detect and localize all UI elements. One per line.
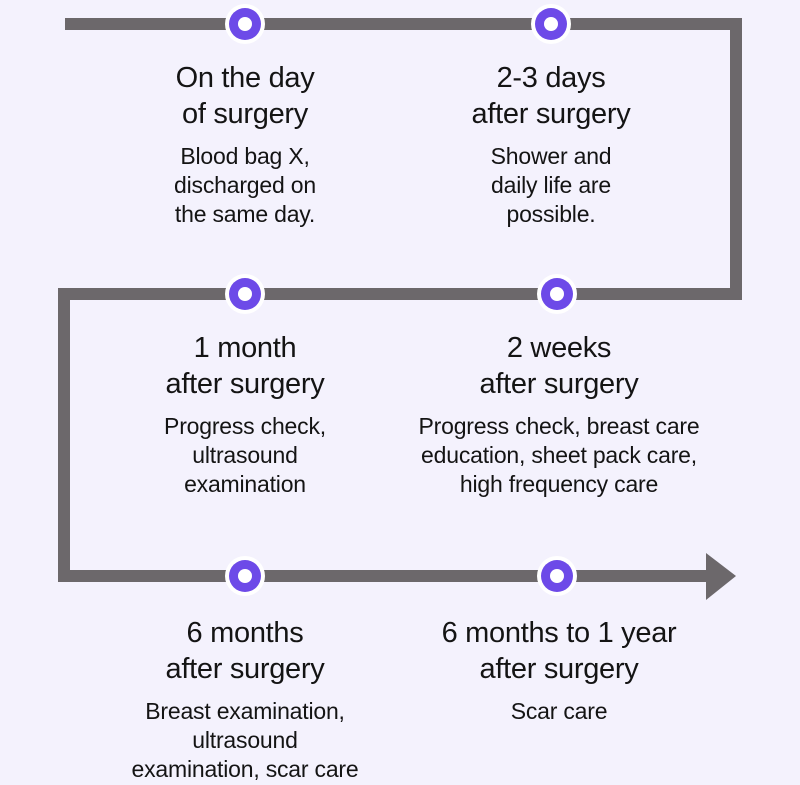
milestone-node-6-months bbox=[225, 556, 265, 596]
milestone-node-2-weeks bbox=[537, 274, 577, 314]
milestone-node-2-3-days bbox=[531, 4, 571, 44]
stage-title: 6 months after surgery bbox=[165, 617, 325, 685]
milestone-node-day-of-surgery bbox=[225, 4, 265, 44]
stage-description: Progress check, breast care education, s… bbox=[418, 413, 700, 497]
stage-description: Scar care bbox=[510, 698, 608, 724]
stage-title: On the day of surgery bbox=[175, 62, 315, 130]
stage-title: 6 months to 1 year after surgery bbox=[441, 617, 677, 685]
stage-6-months-to-1-year: 6 months to 1 year after surgery Scar ca… bbox=[389, 615, 729, 726]
stage-description: Blood bag X, discharged on the same day. bbox=[174, 143, 316, 227]
stage-2-3-days: 2-3 days after surgery Shower and daily … bbox=[381, 60, 721, 229]
timeline-line bbox=[58, 18, 742, 582]
milestone-node-6-months-to-1-year bbox=[537, 556, 577, 596]
stage-title: 1 month after surgery bbox=[165, 332, 325, 400]
stage-2-weeks: 2 weeks after surgery Progress check, br… bbox=[389, 330, 729, 499]
stage-description: Progress check, ultrasound examination bbox=[164, 413, 326, 497]
stage-1-month: 1 month after surgery Progress check, ul… bbox=[75, 330, 415, 499]
stage-title: 2 weeks after surgery bbox=[479, 332, 639, 400]
stage-description: Breast examination, ultrasound examinati… bbox=[131, 698, 359, 782]
stage-title: 2-3 days after surgery bbox=[471, 62, 631, 130]
milestone-node-1-month bbox=[225, 274, 265, 314]
stage-description: Shower and daily life are possible. bbox=[490, 143, 612, 227]
stage-day-of-surgery: On the day of surgery Blood bag X, disch… bbox=[75, 60, 415, 229]
timeline-arrowhead bbox=[706, 553, 736, 600]
stage-6-months: 6 months after surgery Breast examinatio… bbox=[75, 615, 415, 784]
